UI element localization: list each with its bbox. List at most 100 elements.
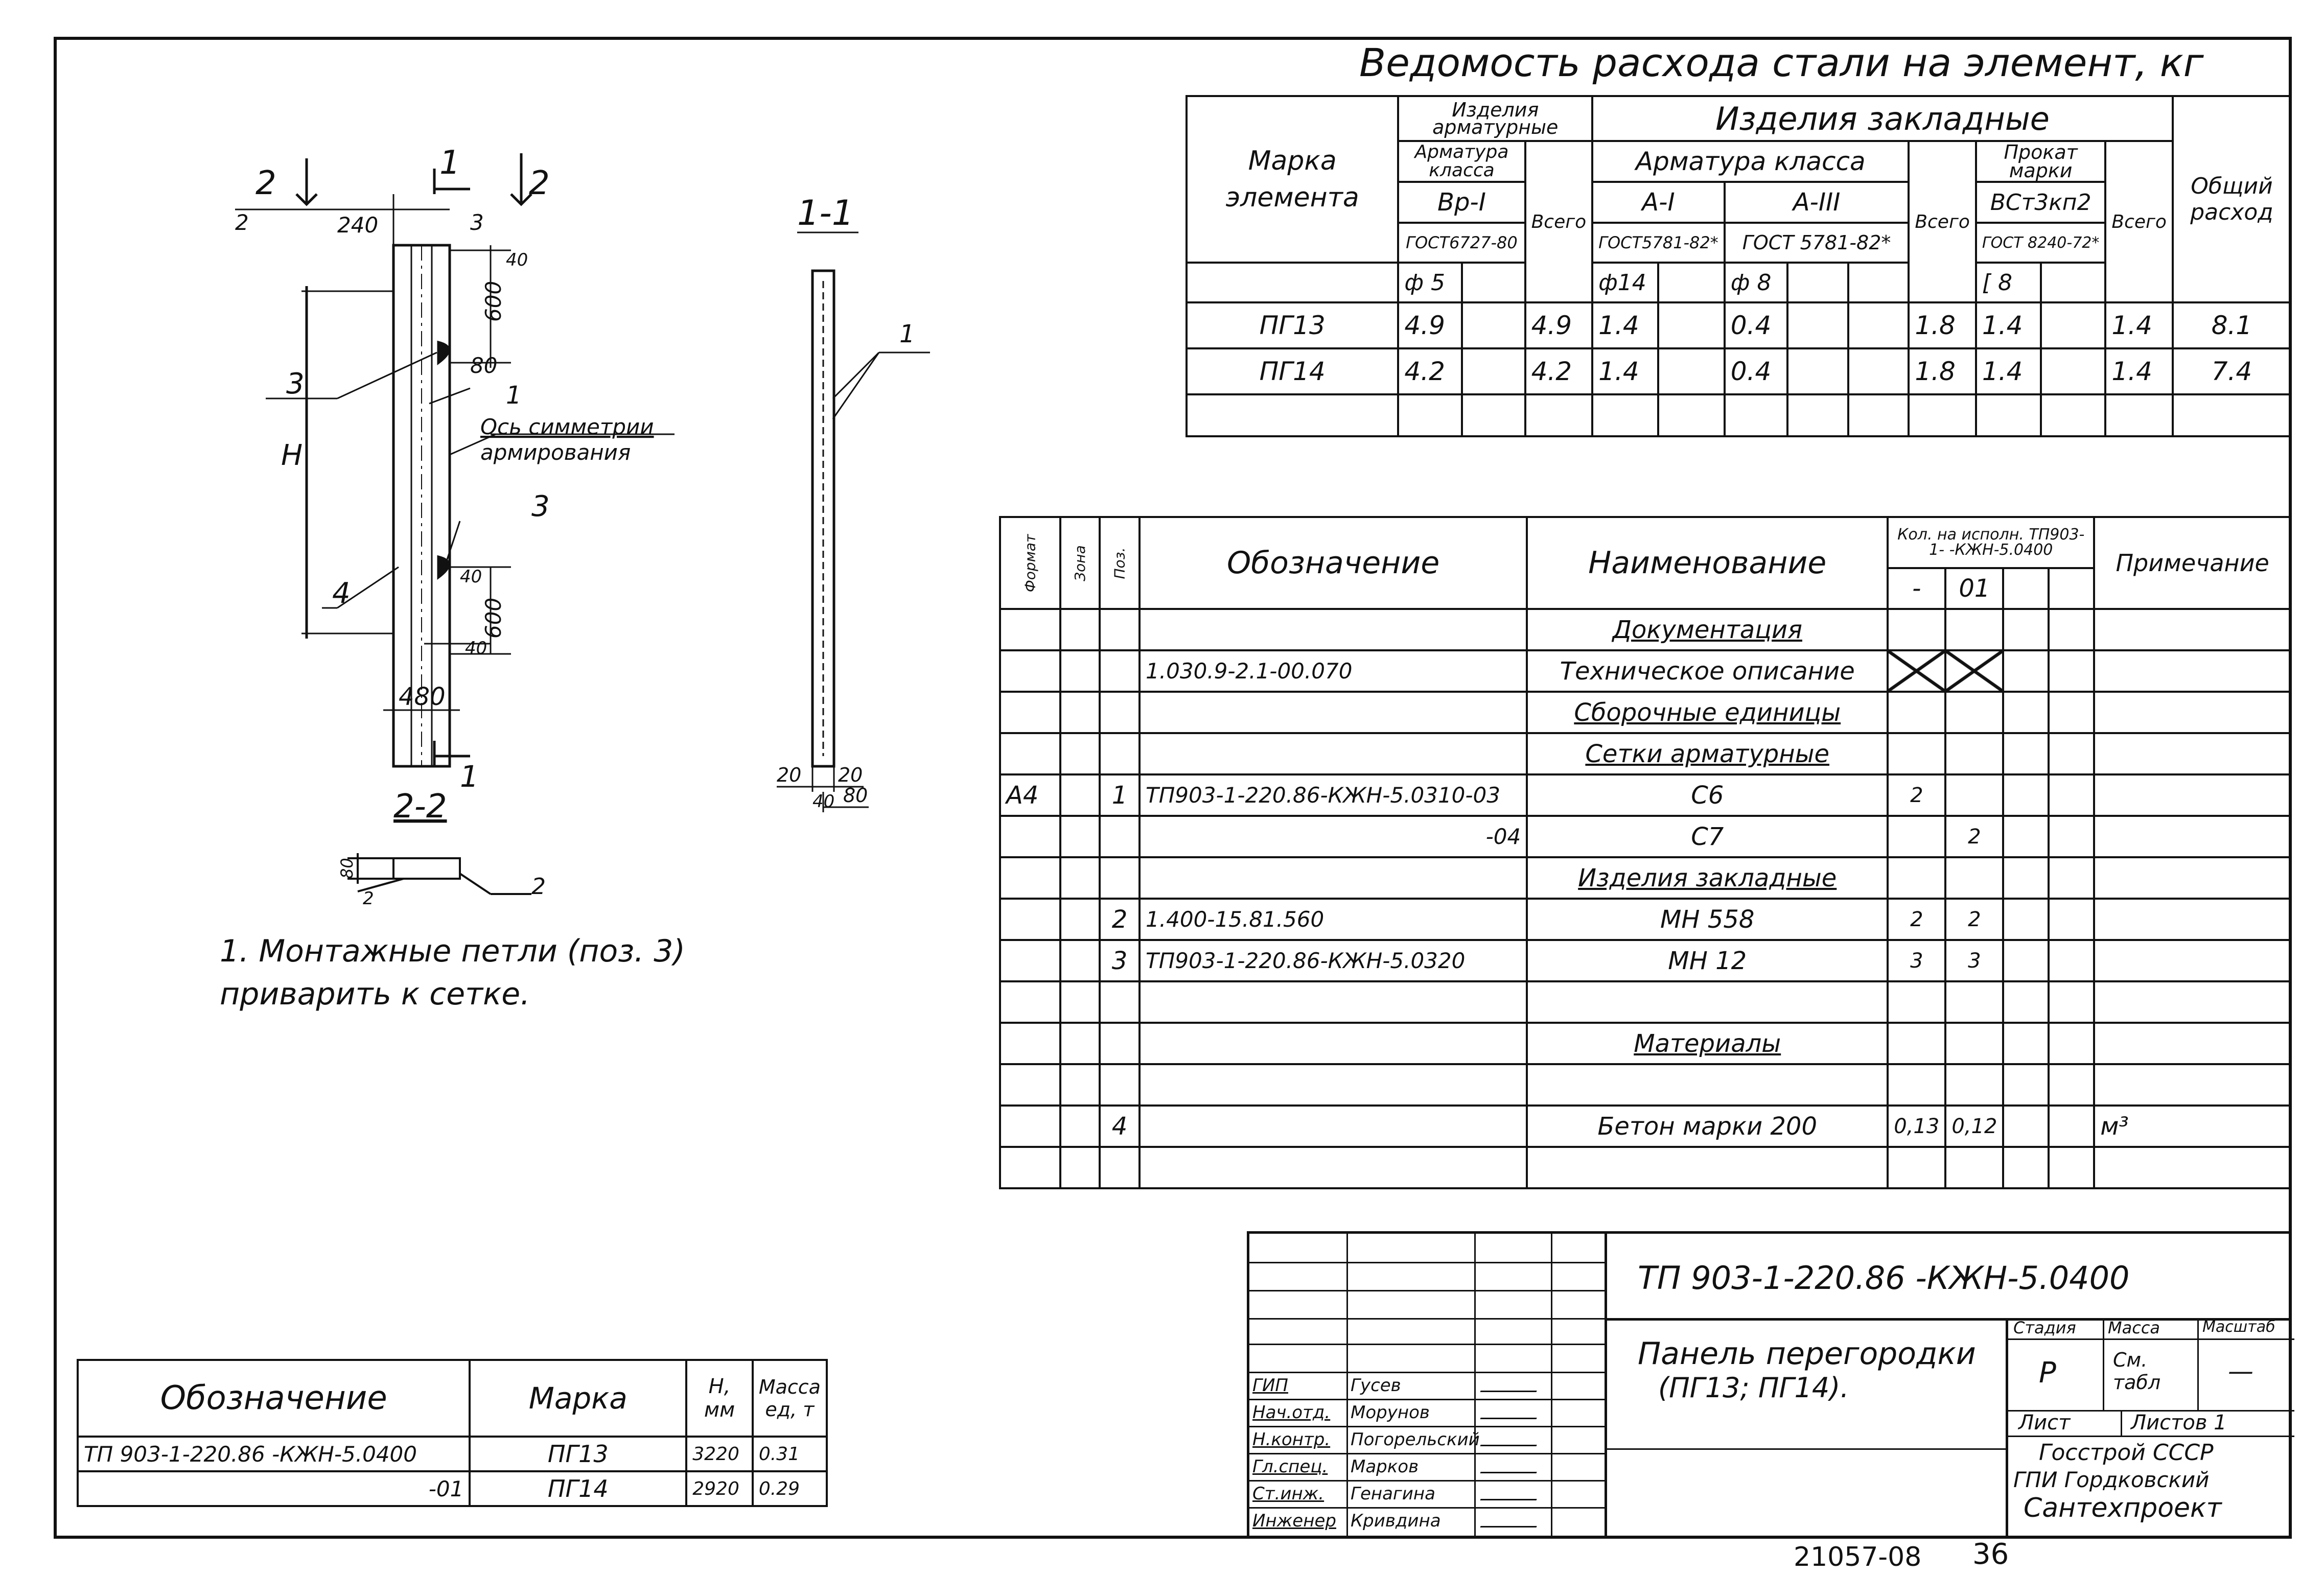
spec-qty-cell <box>2002 1104 2050 1148</box>
steel-table-title: Ведомость расхода стали на элемент, кг <box>1359 40 2204 85</box>
spec-zone-cell <box>1059 898 1101 941</box>
spec-desig-cell: ТП903-1-220.86-КЖН-5.0320 <box>1138 939 1528 982</box>
spec-format-cell <box>999 1104 1061 1148</box>
spec-desig-cell <box>1138 1146 1528 1189</box>
signature-mark <box>1480 1437 1540 1446</box>
spec-qty-cell <box>2048 773 2096 817</box>
spec-zone-cell <box>1059 608 1101 651</box>
spec-note-cell <box>2093 980 2292 1024</box>
steel-arm-total-header: Всего <box>1524 140 1594 303</box>
spec-qty-cell <box>1944 691 2005 734</box>
signature-mark <box>1480 1409 1540 1419</box>
s22-callout-2: 2 <box>531 874 546 900</box>
assembly-note: 1. Монтажные петли (поз. 3) приварить к … <box>220 933 685 1012</box>
callout-3-bottom: 3 <box>531 490 550 523</box>
spec-qty-cell <box>2002 608 2050 651</box>
spec-qty-cell <box>2048 1022 2096 1065</box>
spec-qty-cell <box>2048 691 2096 734</box>
steel-gost-5781a: ГОСТ5781-82* <box>1591 222 1726 264</box>
spec-name-cell: Материалы <box>1526 1022 1889 1065</box>
stamp-role: ГИП <box>1252 1375 1288 1396</box>
spec-qty-cell <box>2048 939 2096 982</box>
spec-zone-cell <box>1059 815 1101 858</box>
spec-note-cell <box>2093 1022 2292 1065</box>
stamp-mass: См. табл <box>2113 1349 2161 1394</box>
spec-zone-cell <box>1059 856 1101 900</box>
dim-80: 80 <box>470 353 497 378</box>
stamp-title-line2: (ПГ13; ПГ14). <box>1658 1372 1849 1404</box>
spec-format-header: Формат <box>999 516 1061 610</box>
spec-format-cell <box>999 608 1061 651</box>
spec-row <box>999 980 2292 1024</box>
stamp-stage: Р <box>2039 1356 2056 1390</box>
spec-pos-cell: 4 <box>1099 1104 1141 1148</box>
section-1-1-callout: 1 <box>899 320 915 348</box>
steel-class-vp: Вр-I <box>1397 181 1526 224</box>
spec-desig-cell <box>1138 732 1528 775</box>
s11-dim-20a: 20 <box>777 764 801 786</box>
spec-note-cell <box>2093 1063 2292 1107</box>
stamp-sheets: Листов 1 <box>2131 1411 2227 1435</box>
spec-qty-cell: 2 <box>1944 815 2005 858</box>
section-1-marker-bottom: 1 <box>460 759 479 794</box>
spec-qty-cell <box>1944 773 2005 817</box>
stamp-grid-line <box>1249 1290 1607 1291</box>
steel-overall-header: Общий расход <box>2171 95 2292 303</box>
spec-qty-cell <box>2048 856 2096 900</box>
spec-qty-cell: 2 <box>1887 898 1947 941</box>
stamp-role: Нач.отд. <box>1252 1402 1331 1423</box>
steel-row: ПГ14 4.2 4.2 1.4 0.4 1.8 1.4 1.4 7.4 <box>1185 347 2292 395</box>
spec-name-cell <box>1526 980 1889 1024</box>
marks-row: -01 ПГ14 2920 0.29 <box>76 1470 828 1507</box>
spec-qty-cell: 0,12 <box>1944 1104 2005 1148</box>
spec-name-cell: С6 <box>1526 773 1889 817</box>
spec-qty-cell <box>1887 649 1947 693</box>
stamp-person-name: Марков <box>1351 1456 1419 1477</box>
spec-name-cell: С7 <box>1526 815 1889 858</box>
callout-1: 1 <box>506 381 522 410</box>
steel-d5: ф 5 <box>1397 262 1463 303</box>
spec-qty-01: 01 <box>1944 567 2005 610</box>
spec-note-cell <box>2093 939 2292 982</box>
spec-qty-cell <box>1944 1063 2005 1107</box>
spec-qty-cell <box>1944 980 2005 1024</box>
stamp-stage-header: Стадия <box>2013 1318 2076 1337</box>
steel-class-ai: А-I <box>1591 181 1726 224</box>
spec-qty-cell <box>2002 856 2050 900</box>
spec-qty-cell <box>1887 1146 1947 1189</box>
s11-dim-80: 80 <box>843 784 868 807</box>
spec-desig-cell <box>1138 856 1528 900</box>
spec-zone-cell <box>1059 1063 1101 1107</box>
callout-3-top: 3 <box>286 367 305 401</box>
spec-row <box>999 1063 2292 1107</box>
s11-dim-40: 40 <box>812 791 834 812</box>
signature-mark <box>1480 1491 1540 1500</box>
spec-format-cell <box>999 856 1061 900</box>
marks-row: ТП 903-1-220.86 -КЖН-5.0400 ПГ13 3220 0.… <box>76 1436 828 1472</box>
section-2-marker-right: 2 <box>529 164 550 202</box>
dim-40-mid: 40 <box>460 567 482 587</box>
stamp-org-line3: Сантехпроект <box>2024 1493 2222 1523</box>
spec-note-cell <box>2093 608 2292 651</box>
spec-format-cell <box>999 691 1061 734</box>
spec-qty-cell <box>2002 980 2050 1024</box>
section-1-marker: 1 <box>439 144 460 182</box>
marks-mass-header: Масса ед, т <box>751 1359 828 1438</box>
stamp-role: Ст.инж. <box>1252 1484 1324 1504</box>
s11-dim-20b: 20 <box>838 764 863 786</box>
spec-desig-cell: ТП903-1-220.86-КЖН-5.0310-03 <box>1138 773 1528 817</box>
spec-qty-cell <box>1887 980 1947 1024</box>
spec-zone-cell <box>1059 773 1101 817</box>
spec-qty-cell: 2 <box>1944 898 2005 941</box>
steel-c8: [ 8 <box>1974 262 2042 303</box>
spec-note-cell <box>2093 773 2292 817</box>
spec-qty-cell <box>2048 732 2096 775</box>
spec-format-cell <box>999 898 1061 941</box>
steel-class-vst: ВСт3кп2 <box>1974 181 2107 224</box>
spec-format-cell <box>999 980 1061 1024</box>
spec-qty-cell: 3 <box>1944 939 2005 982</box>
